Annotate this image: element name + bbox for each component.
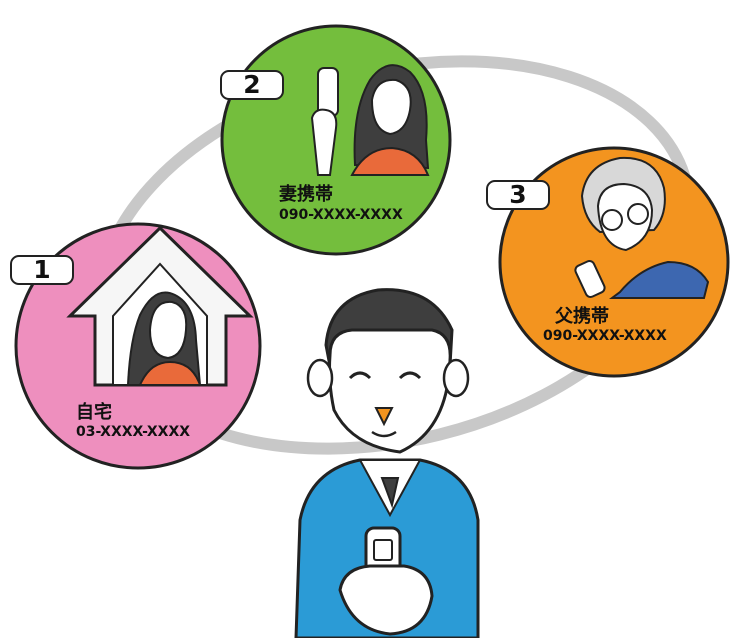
- contact-circle-home: [14, 222, 262, 470]
- contact-name-father-mobile: 父携帯: [555, 306, 609, 327]
- contact-circle-father-mobile: [498, 146, 730, 378]
- wife-at-home-figure: [126, 291, 202, 386]
- contact-name-wife-mobile: 妻携帯: [279, 184, 333, 205]
- contact-phone-father-mobile: 090-XXXX-XXXX: [543, 328, 667, 344]
- man-hands: [338, 564, 434, 636]
- necktie: [380, 477, 400, 509]
- caller-man: [294, 288, 480, 638]
- man-nose: [374, 407, 394, 427]
- wife-figure: [310, 64, 430, 176]
- mobile-phone-icon: [310, 67, 339, 176]
- contact-name-home: 自宅: [76, 402, 112, 423]
- speed-dial-badge-2: 2: [220, 70, 284, 100]
- father-figure: [574, 156, 710, 299]
- speed-dial-badge-1: 1: [10, 255, 74, 285]
- speed-dial-badge-3: 3: [486, 180, 550, 210]
- man-face: [328, 328, 452, 454]
- contact-phone-wife-mobile: 090-XXXX-XXXX: [279, 207, 403, 223]
- contact-phone-home: 03-XXXX-XXXX: [76, 424, 191, 440]
- father-circle-bg: [498, 146, 730, 378]
